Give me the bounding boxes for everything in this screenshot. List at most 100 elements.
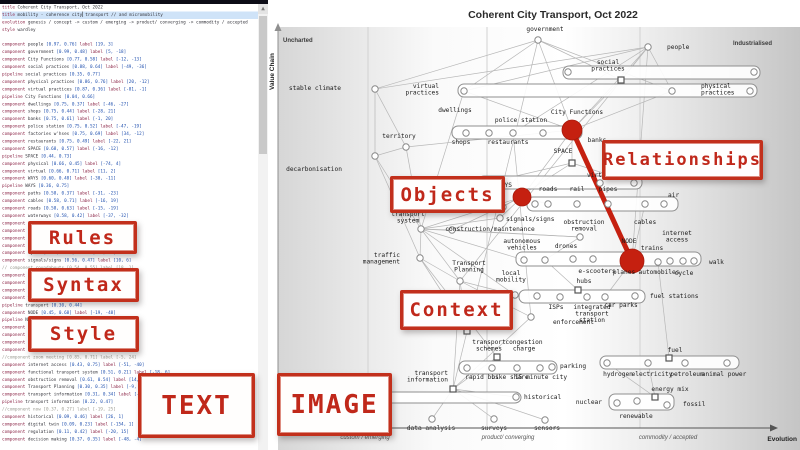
pipeline-bar[interactable] xyxy=(457,83,758,98)
code-line[interactable]: component functional transport system [0… xyxy=(2,369,170,375)
code-line[interactable]: component SPACE [0.68, 0.57] label [-16,… xyxy=(2,146,119,152)
map-node-obs[interactable] xyxy=(576,233,584,241)
map-node-g6[interactable] xyxy=(666,257,674,265)
code-line[interactable]: pipeline SPACE [0.44, 0.73] xyxy=(2,153,72,159)
map-node-terr[interactable] xyxy=(402,143,410,151)
map-node-ba1[interactable] xyxy=(564,68,572,76)
map-node-enf[interactable] xyxy=(527,313,535,321)
map-node-ways-highlight-dot[interactable] xyxy=(512,187,532,207)
code-line[interactable]: component WAYS [0.60, 0.48] label [-30, … xyxy=(2,176,116,182)
map-node-i2[interactable] xyxy=(488,364,496,372)
map-node-stable[interactable] xyxy=(371,85,379,93)
map-node-spacesq[interactable] xyxy=(568,159,576,167)
map-node-e5[interactable] xyxy=(641,200,649,208)
code-line[interactable]: component roads [0.58, 0.63] label [-15,… xyxy=(2,206,119,212)
map-node-j2[interactable] xyxy=(512,393,520,401)
map-node-g8[interactable] xyxy=(690,257,698,265)
map-node-d2[interactable] xyxy=(596,179,604,187)
map-node-plan[interactable] xyxy=(456,277,464,285)
map-node-g3[interactable] xyxy=(569,255,577,263)
map-node-emsq[interactable] xyxy=(651,393,659,401)
map-node-e1[interactable] xyxy=(531,200,539,208)
scrollbar-up-arrow-icon[interactable]: ▲ xyxy=(258,4,268,14)
pipeline-bar[interactable] xyxy=(562,65,761,80)
map-node-d3[interactable] xyxy=(630,179,638,187)
map-node-ba2[interactable] xyxy=(750,68,758,76)
map-node-k4[interactable] xyxy=(723,359,731,367)
code-line[interactable]: pipeline WAYS [0.36, 0.75] xyxy=(2,183,70,189)
code-line[interactable]: component signals/signs [0.56, 0.47] lab… xyxy=(2,258,132,264)
map-node-g1[interactable] xyxy=(520,256,528,264)
map-node-traffic[interactable] xyxy=(416,254,424,262)
code-line[interactable]: component physical practices [0.86, 0.76… xyxy=(2,79,150,85)
map-node-i3[interactable] xyxy=(513,364,521,372)
map-node-g2[interactable] xyxy=(541,256,549,264)
code-line[interactable]: component historical [0.09, 0.46] label … xyxy=(2,414,124,420)
code-line[interactable]: title mobility - coherence city transpor… xyxy=(2,11,258,19)
map-node-people[interactable] xyxy=(644,43,652,51)
code-line[interactable]: //component zoom meeting [0.85, 0.71] la… xyxy=(2,354,137,360)
map-node-g5[interactable] xyxy=(654,258,662,266)
map-node-l1[interactable] xyxy=(613,399,621,407)
map-node-virtprac[interactable] xyxy=(460,87,468,95)
map-node-socsq[interactable] xyxy=(617,76,625,84)
map-node-physprac[interactable] xyxy=(668,87,676,95)
map-node-h4[interactable] xyxy=(601,293,609,301)
code-line[interactable]: component paths [0.58, 0.37] label [-31,… xyxy=(2,191,119,197)
code-line[interactable]: pipeline social practices [0.35, 0.77] xyxy=(2,72,101,78)
map-node-ti[interactable] xyxy=(449,385,457,393)
map-node-cf-highlight-dot[interactable] xyxy=(561,119,583,141)
editor-scrollbar[interactable]: ▲ xyxy=(258,4,268,450)
map-node-c2[interactable] xyxy=(485,129,493,137)
code-line[interactable]: component factories w'hses [0.75, 0.69] … xyxy=(2,131,145,137)
code-line[interactable]: component restaurants [0.75, 0.49] label… xyxy=(2,139,132,145)
map-node-su[interactable] xyxy=(490,415,498,423)
map-node-fuelsq[interactable] xyxy=(665,354,673,362)
code-line[interactable]: component decision making [0.37, 0.35] l… xyxy=(2,436,142,442)
map-node-k3[interactable] xyxy=(681,359,689,367)
map-node-decarb[interactable] xyxy=(371,152,379,160)
map-node-sig[interactable] xyxy=(496,214,504,222)
map-node-i5[interactable] xyxy=(548,363,556,371)
map-node-bb2[interactable] xyxy=(746,87,754,95)
map-node-c4[interactable] xyxy=(539,129,547,137)
code-line[interactable] xyxy=(2,34,258,41)
map-node-hubsq[interactable] xyxy=(574,286,582,294)
map-node-l3[interactable] xyxy=(663,401,671,409)
map-node-cons[interactable] xyxy=(448,226,456,234)
map-node-fts[interactable] xyxy=(417,225,425,233)
code-line[interactable]: component dwellings [0.75, 0.37] label [… xyxy=(2,101,129,107)
code-line[interactable]: component social practices [0.88, 0.64] … xyxy=(2,64,147,70)
map-node-c1[interactable] xyxy=(462,129,470,137)
map-node-gov[interactable] xyxy=(534,36,542,44)
code-line[interactable]: pipeline transport [0.30, 0.44] xyxy=(2,302,83,308)
map-node-schsq[interactable] xyxy=(493,353,501,361)
map-node-l2[interactable] xyxy=(633,397,641,405)
map-node-e2[interactable] xyxy=(544,200,552,208)
code-line[interactable]: component shops [0.75, 0.44] label [-28,… xyxy=(2,109,116,115)
code-line[interactable]: title Coherent City Transport, Oct 2022 xyxy=(2,5,103,10)
code-line[interactable]: //component now [0.37, 0.27] label [-19,… xyxy=(2,407,116,413)
code-line[interactable]: component City Functions [0.77, 0.58] la… xyxy=(2,57,142,63)
map-node-g7[interactable] xyxy=(679,257,687,265)
map-node-e6[interactable] xyxy=(660,200,668,208)
code-line[interactable]: component virtual practices [0.87, 0.36]… xyxy=(2,86,147,92)
pipeline-bar[interactable] xyxy=(518,289,646,304)
map-node-h1[interactable] xyxy=(533,292,541,300)
code-line[interactable]: evolution genesis / concept -> custom / … xyxy=(2,19,248,25)
editor-scrollbar-thumb[interactable] xyxy=(259,16,267,154)
code-line[interactable]: component virtual [0.66, 0.71] label [11… xyxy=(2,168,116,174)
map-node-c3[interactable] xyxy=(509,129,517,137)
map-node-se[interactable] xyxy=(541,416,549,424)
map-node-e4[interactable] xyxy=(604,200,612,208)
map-node-h3[interactable] xyxy=(583,293,591,301)
map-node-k1[interactable] xyxy=(603,359,611,367)
map-node-h5[interactable] xyxy=(631,292,639,300)
code-line[interactable]: component banks [0.75, 0.61] label [-1, … xyxy=(2,116,114,122)
map-node-da[interactable] xyxy=(428,415,436,423)
code-line[interactable]: component government [0.99, 0.48] label … xyxy=(2,49,127,55)
code-line[interactable]: pipeline transport information [0.22, 0.… xyxy=(2,399,114,405)
code-line[interactable]: component people [0.97, 0.76] label [19,… xyxy=(2,42,114,48)
